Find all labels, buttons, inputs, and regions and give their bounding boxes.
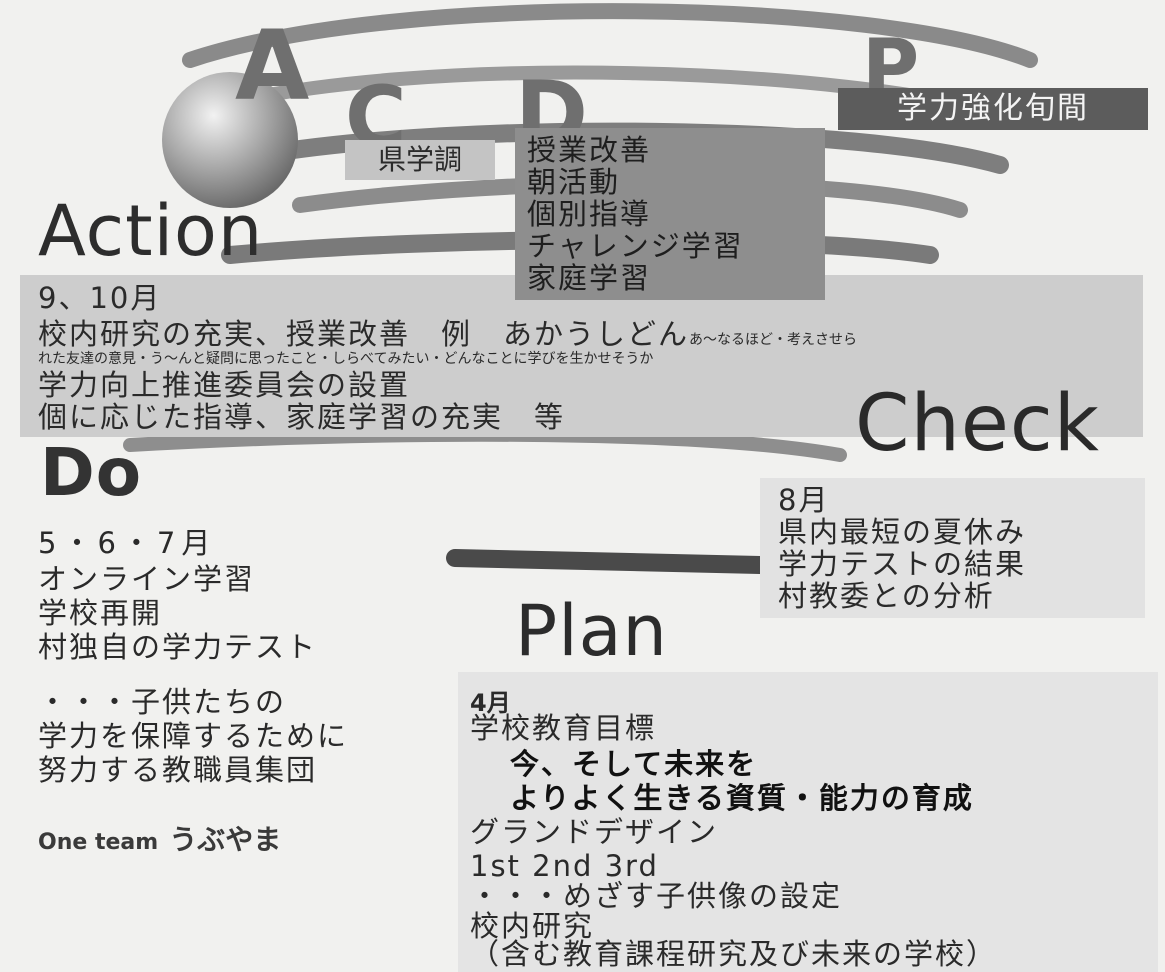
plan-goal1: 今、そして未来を: [510, 747, 758, 781]
plan-month: 4月: [470, 689, 511, 717]
check-band: [760, 478, 1145, 618]
do-item: 家庭学習: [527, 261, 652, 295]
check-line: 村教委との分析: [778, 579, 995, 613]
do-item: チャレンジ学習: [527, 229, 744, 263]
action-line1: 校内研究の充実、授業改善 例 あかうしどんあ～なるほど・考えさせら: [38, 318, 857, 357]
do-mission-line: 学力を保障するために: [38, 719, 349, 753]
action-line4: 個に応じた指導、家庭学習の充実 等: [38, 400, 566, 434]
check-line: 県内最短の夏休み: [778, 515, 1027, 549]
plan-band: [458, 672, 1158, 972]
do-line: 学校再開: [38, 596, 163, 630]
do-line: オンライン学習: [38, 562, 256, 596]
team-jp: うぶやま: [169, 823, 282, 856]
plan-line3: 1st 2nd 3rd: [470, 849, 659, 883]
do-mission-line: ・・・子供たちの: [38, 685, 287, 719]
plan-heading: Plan: [515, 590, 668, 672]
do-item: 朝活動: [527, 165, 621, 199]
do-heading: Do: [40, 434, 143, 511]
plan-line4: ・・・めざす子供像の設定: [470, 879, 843, 913]
plan-goal2: よりよく生きる資質・能力の育成: [510, 781, 974, 815]
check-heading: Check: [855, 379, 1100, 469]
sphere: [162, 72, 298, 208]
letter-a: A: [235, 10, 310, 122]
do-items-box: 授業改善 朝活動 個別指導 チャレンジ学習 家庭学習: [515, 128, 825, 300]
plan-line2: グランドデザイン: [470, 815, 719, 849]
do-line: 村独自の学力テスト: [38, 630, 318, 664]
plan-line6: （含む教育課程研究及び未来の学校）: [470, 937, 998, 971]
action-line2: れた友達の意見・う～んと疑問に思ったこと・しらべてみたい・どんなことに学びを生か…: [38, 351, 654, 367]
action-heading: Action: [38, 190, 264, 272]
gakuryoku-label: 学力強化旬間: [838, 88, 1148, 130]
team-slogan: One team うぶやま: [38, 818, 281, 858]
team-en: One team: [38, 830, 159, 855]
action-line1-main: 校内研究の充実、授業改善 例 あかうしどん: [38, 317, 690, 351]
do-mission-line: 努力する教職員集団: [38, 753, 318, 787]
do-item: 授業改善: [527, 133, 652, 167]
action-band: [20, 275, 1143, 437]
kengakucho-label: 県学調: [345, 140, 495, 180]
check-line: 学力テストの結果: [778, 547, 1027, 581]
check-month: 8月: [778, 483, 830, 517]
do-item: 個別指導: [527, 197, 652, 231]
plan-line5: 校内研究: [470, 909, 595, 943]
action-line3: 学力向上推進委員会の設置: [38, 368, 411, 402]
action-line1-small: あ～なるほど・考えさせら: [689, 332, 858, 348]
connector-bar: [446, 549, 769, 574]
plan-line1: 学校教育目標: [470, 711, 657, 745]
do-month: 5・6・7月: [38, 526, 217, 560]
action-month: 9、10月: [38, 281, 162, 315]
